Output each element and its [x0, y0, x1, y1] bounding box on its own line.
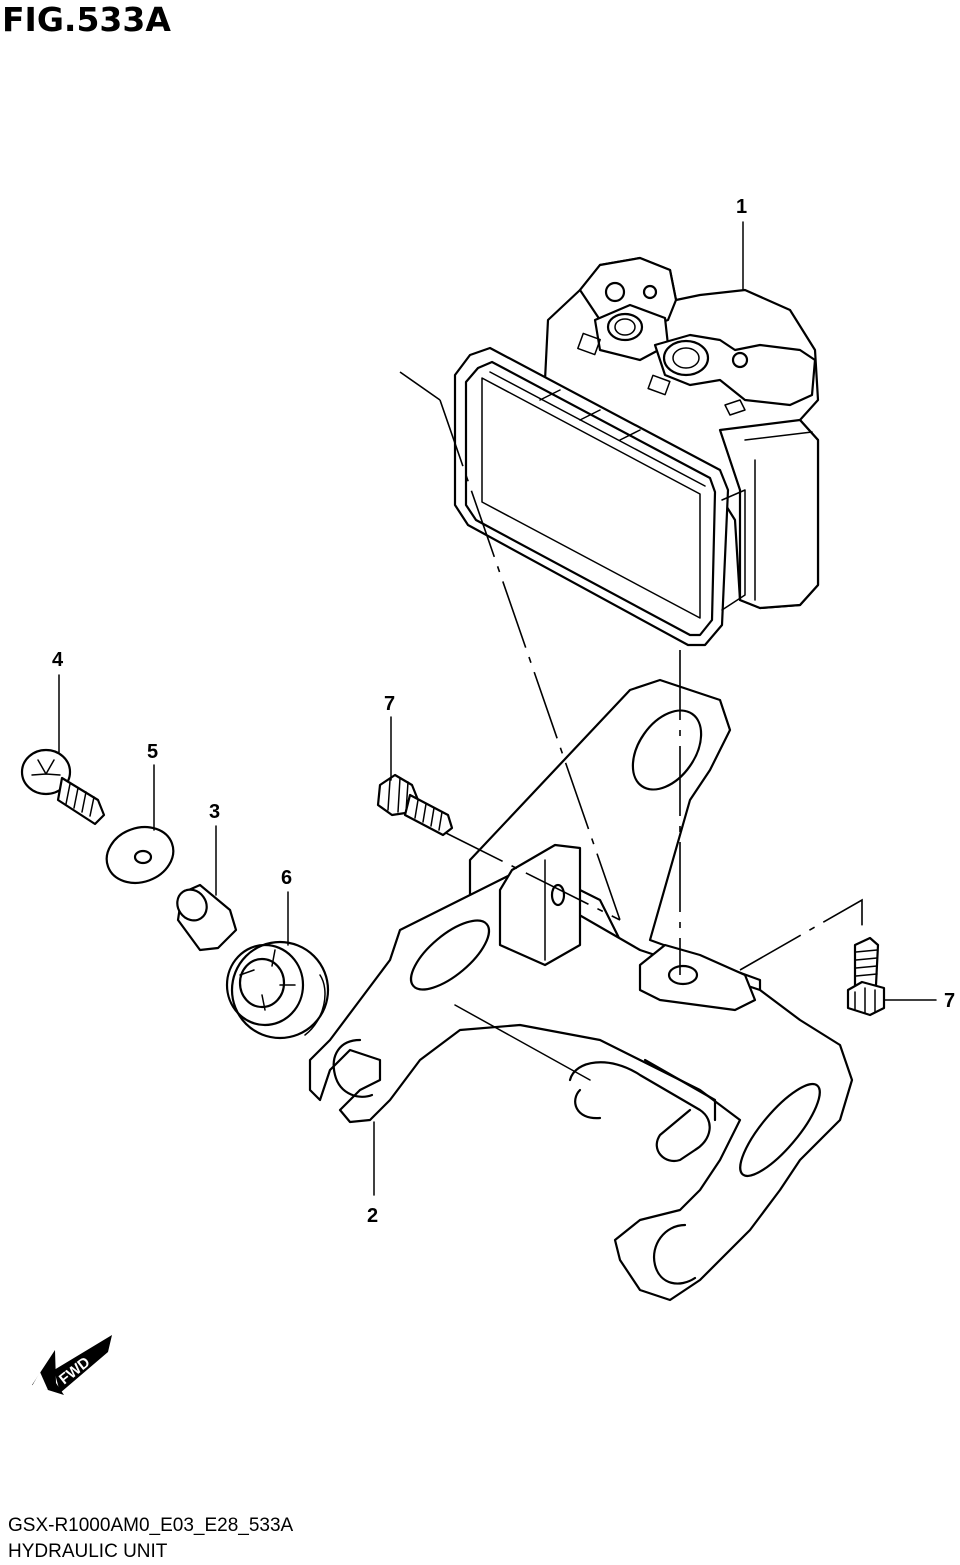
fwd-arrow-icon: FWD	[32, 1335, 112, 1395]
washer	[105, 825, 175, 885]
assembly-line-c	[439, 829, 621, 921]
bracket	[308, 678, 854, 1302]
callout-3: 3	[209, 801, 220, 823]
hydraulic-unit	[453, 256, 820, 647]
model-code: GSX-R1000AM0_E03_E28_533A	[8, 1515, 294, 1536]
callout-7-left: 7	[384, 693, 395, 715]
spacer	[176, 883, 238, 952]
assembly-line-d	[739, 898, 863, 971]
assembly-line-a	[399, 371, 621, 921]
callout-1: 1	[736, 196, 747, 218]
grommet	[225, 940, 330, 1040]
callout-5: 5	[147, 741, 158, 763]
callout-2: 2	[367, 1205, 378, 1227]
figure-title: FIG.533A	[2, 0, 171, 39]
callout-4: 4	[52, 649, 64, 671]
figure-name: HYDRAULIC UNIT	[8, 1541, 168, 1562]
bolt-right	[846, 936, 886, 1017]
callout-6: 6	[281, 867, 292, 889]
screw	[20, 748, 106, 826]
callout-7-right: 7	[944, 990, 955, 1012]
bolt-left	[376, 773, 454, 837]
